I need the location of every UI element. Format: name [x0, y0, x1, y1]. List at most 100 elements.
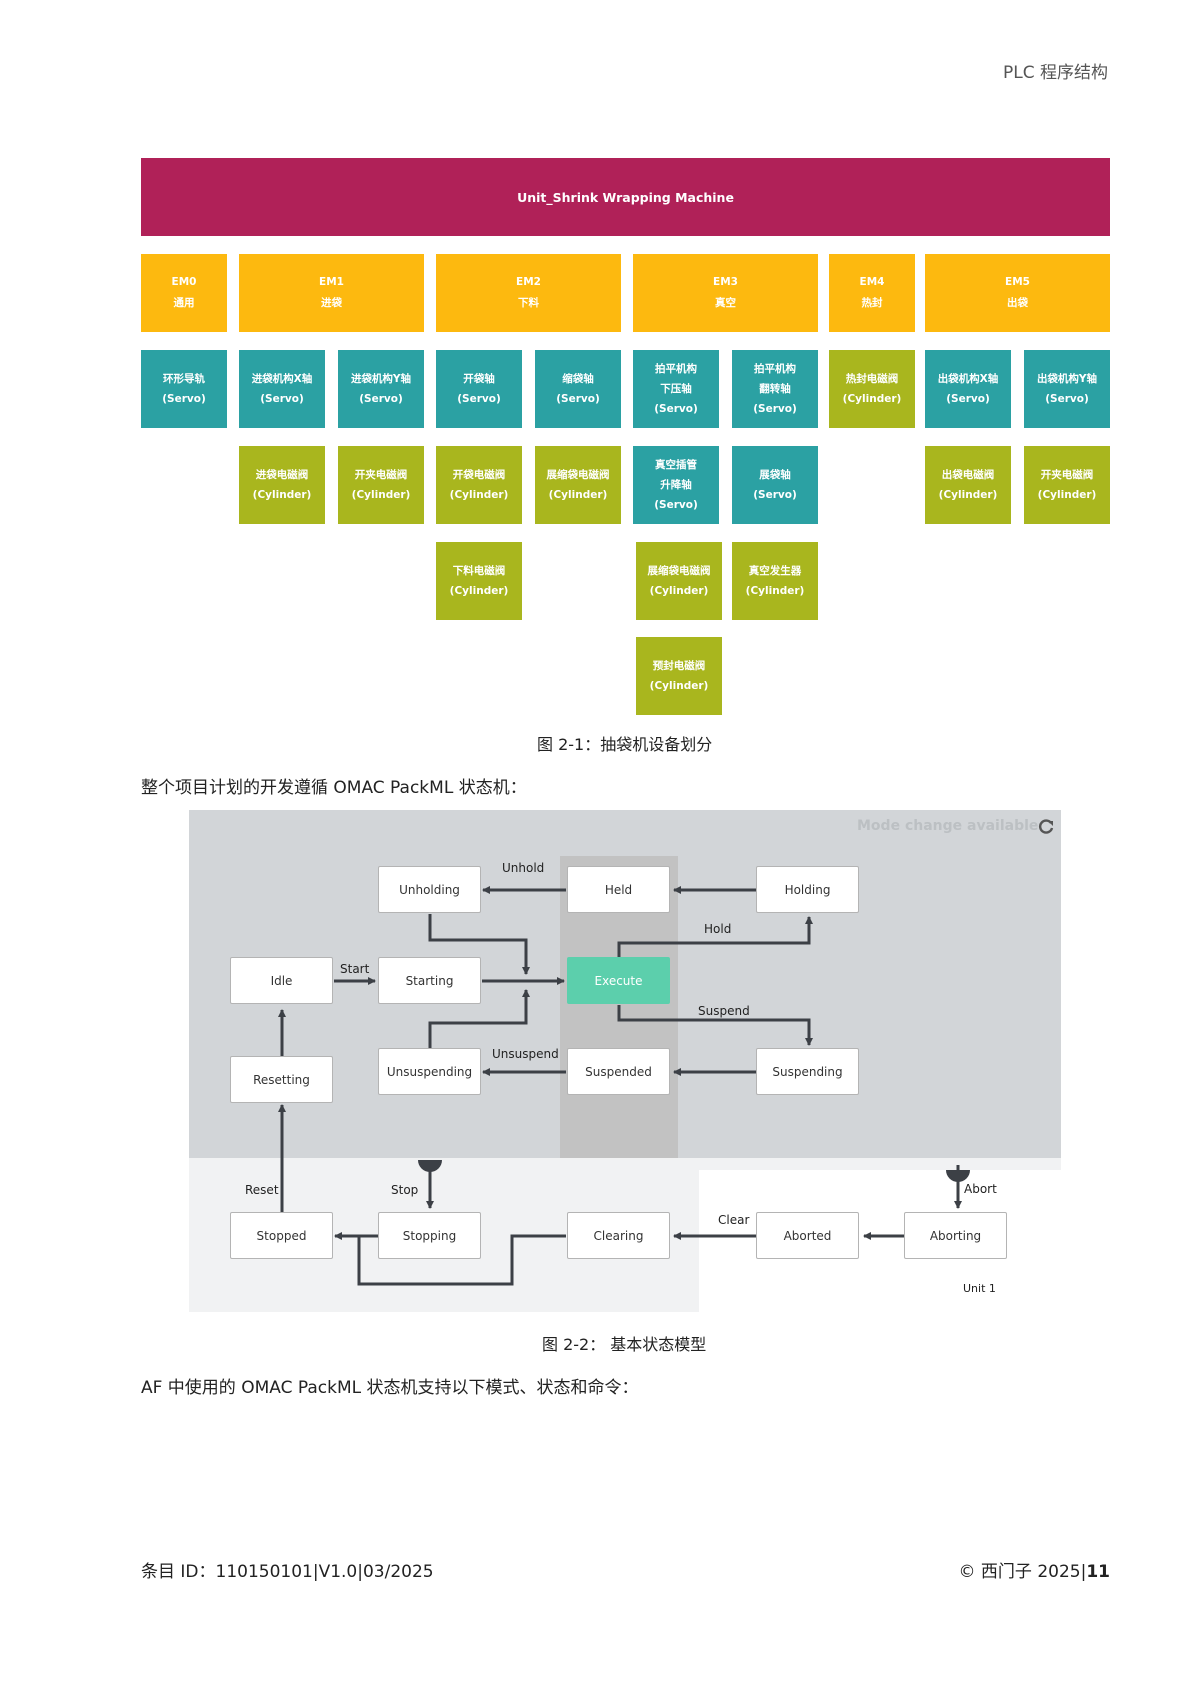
state-execute[interactable]: Execute — [567, 957, 670, 1004]
module-em4: EM4 热封 — [829, 254, 915, 332]
page-number: 11 — [1086, 1562, 1110, 1582]
servo-box: 进袋机构X轴(Servo) — [239, 350, 325, 428]
state-starting[interactable]: Starting — [378, 957, 481, 1004]
component-label: 环形导轨 — [163, 373, 205, 385]
servo-box: 展袋轴(Servo) — [732, 446, 818, 524]
servo-box: 开袋轴 (Servo) — [436, 350, 522, 428]
cylinder-box: 开袋电磁阀 (Cylinder) — [436, 446, 522, 524]
component-label: 下压轴 — [660, 383, 692, 395]
cylinder-box: 真空发生器 (Cylinder) — [732, 542, 818, 620]
component-label: (Servo) — [946, 393, 990, 405]
cylinder-box: 进袋电磁阀 (Cylinder) — [239, 446, 325, 524]
header-title: PLC 程序结构 — [1003, 63, 1108, 83]
state-machine-diagram: Mode change available — [189, 810, 1061, 1312]
component-label: (Cylinder) — [745, 585, 805, 597]
component-label: 翻转轴 — [759, 383, 791, 395]
servo-box: 进袋机构Y轴 (Servo) — [338, 350, 424, 428]
component-label: 拍平机构 — [754, 363, 796, 375]
module-code: EM4 — [859, 276, 885, 288]
module-name: 进袋 — [321, 297, 342, 309]
component-label: 进袋机构X轴 — [251, 373, 313, 385]
command-abort: Abort — [964, 1182, 997, 1196]
state-suspended[interactable]: Suspended — [567, 1048, 670, 1095]
component-label: 预封电磁阀 — [652, 660, 706, 672]
cylinder-box: 展缩袋电磁阀(Cylinder) — [636, 542, 722, 620]
mode-change-text: Mode change available — [857, 818, 1039, 834]
cylinder-box: 开夹电磁阀 (Cylinder) — [1024, 446, 1110, 524]
module-name: 出袋 — [1007, 297, 1028, 309]
command-unhold: Unhold — [502, 861, 545, 875]
component-label: (Cylinder) — [252, 489, 312, 501]
servo-box: 缩袋轴 (Servo) — [535, 350, 621, 428]
component-label: (Servo) — [359, 393, 403, 405]
component-label: (Cylinder) — [449, 585, 509, 597]
component-label: (Cylinder) — [649, 680, 709, 692]
component-label: (Servo) — [1045, 393, 1089, 405]
module-em2: EM2 下料 — [436, 254, 621, 332]
component-label: (Servo) — [753, 489, 797, 501]
state-stopping[interactable]: Stopping — [378, 1212, 481, 1259]
module-name: 通用 — [173, 297, 195, 309]
module-code: EM1 — [319, 276, 344, 288]
component-label: (Cylinder) — [938, 489, 998, 501]
state-held[interactable]: Held — [567, 866, 670, 913]
state-idle[interactable]: Idle — [230, 957, 333, 1004]
command-unsuspend: Unsuspend — [492, 1047, 559, 1061]
cylinder-box: 展缩袋电磁阀 (Cylinder) — [535, 446, 621, 524]
component-label: 热封电磁阀 — [845, 373, 899, 385]
module-name: 真空 — [715, 297, 736, 309]
module-em1: EM1 进袋 — [239, 254, 424, 332]
component-label: (Cylinder) — [351, 489, 411, 501]
component-label: 缩袋轴 — [562, 373, 594, 385]
component-label: (Cylinder) — [649, 585, 709, 597]
servo-box: 出袋机构Y轴(Servo) — [1024, 350, 1110, 428]
command-clear: Clear — [718, 1213, 750, 1227]
figure2-caption: 图 2-2： 基本状态模型 — [542, 1335, 707, 1354]
component-label: 展缩袋电磁阀 — [546, 469, 610, 481]
component-label: 进袋机构Y轴 — [350, 373, 412, 385]
module-em0: EM0 通用 — [141, 254, 227, 332]
component-label: (Cylinder) — [449, 489, 509, 501]
component-label: (Servo) — [556, 393, 600, 405]
component-label: 开袋轴 — [463, 373, 495, 385]
transition-lines — [278, 886, 970, 1286]
state-stopped[interactable]: Stopped — [230, 1212, 333, 1259]
command-suspend: Suspend — [698, 1004, 750, 1018]
paragraph-1: 整个项目计划的开发遵循 OMAC PackML 状态机： — [141, 778, 527, 798]
servo-box: 拍平机构下压轴(Servo) — [633, 350, 719, 428]
module-name: 热封 — [861, 297, 883, 309]
state-clearing[interactable]: Clearing — [567, 1212, 670, 1259]
component-label: 出袋电磁阀 — [941, 469, 995, 481]
paragraph-2: AF 中使用的 OMAC PackML 状态机支持以下模式、状态和命令： — [141, 1378, 639, 1398]
component-label: (Servo) — [753, 403, 797, 415]
state-unholding[interactable]: Unholding — [378, 866, 481, 913]
unit-bar: Unit_Shrink Wrapping Machine — [141, 158, 1110, 236]
state-suspending[interactable]: Suspending — [756, 1048, 859, 1095]
state-aborting[interactable]: Aborting — [904, 1212, 1007, 1259]
component-label: (Cylinder) — [548, 489, 608, 501]
component-label: 升降轴 — [660, 479, 692, 491]
component-label: 真空发生器 — [748, 565, 802, 577]
footer-copyright: © 西门子 2025|11 — [959, 1557, 1110, 1582]
module-name: 下料 — [518, 297, 539, 309]
component-label: 开袋电磁阀 — [452, 469, 506, 481]
servo-box: 真空插管升降轴(Servo) — [633, 446, 719, 524]
component-label: (Servo) — [457, 393, 501, 405]
state-holding[interactable]: Holding — [756, 866, 859, 913]
component-label: (Servo) — [162, 393, 206, 405]
servo-box: 拍平机构翻转轴 (Servo) — [732, 350, 818, 428]
state-resetting[interactable]: Resetting — [230, 1056, 333, 1103]
servo-box: 环形导轨 (Servo) — [141, 350, 227, 428]
refresh-icon[interactable] — [1037, 818, 1055, 836]
component-label: 开夹电磁阀 — [1040, 469, 1094, 481]
servo-box: 出袋机构X轴(Servo) — [925, 350, 1011, 428]
state-unsuspending[interactable]: Unsuspending — [378, 1048, 481, 1095]
module-code: EM2 — [516, 276, 541, 288]
module-code: EM3 — [713, 276, 738, 288]
module-code: EM5 — [1005, 276, 1030, 288]
cylinder-box: 出袋电磁阀 (Cylinder) — [925, 446, 1011, 524]
state-aborted[interactable]: Aborted — [756, 1212, 859, 1259]
component-label: 进袋电磁阀 — [255, 469, 309, 481]
component-label: (Cylinder) — [1037, 489, 1097, 501]
module-em5: EM5 出袋 — [925, 254, 1110, 332]
